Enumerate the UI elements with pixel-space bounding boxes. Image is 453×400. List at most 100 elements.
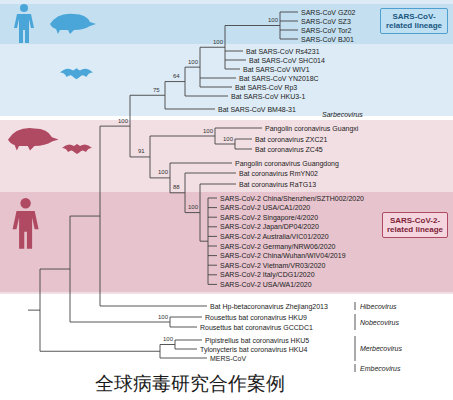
- bootstrap-value: 100: [203, 128, 213, 135]
- branch: [225, 60, 246, 61]
- bootstrap-value: 100: [213, 39, 223, 46]
- leaf-name: SARS-CoV-2 Vietnam/VR03/2020: [220, 261, 325, 270]
- human-icon: [13, 198, 39, 249]
- branch: [40, 269, 70, 270]
- branch: [170, 192, 185, 193]
- leaf-name: Bat SARS-CoV Rp3: [235, 83, 297, 92]
- leaf-name: Bat SARS-CoV HKU3-1: [231, 92, 305, 101]
- branch: [235, 149, 252, 150]
- leaf-name: SARS-CoV-2 Japan/DP04/2020: [220, 222, 319, 231]
- bootstrap-value: 100: [188, 59, 198, 66]
- branch: [150, 136, 215, 137]
- branch: [208, 198, 217, 199]
- leaf-name: Bat coronavirus ZC45: [255, 145, 323, 154]
- branch: [185, 67, 200, 68]
- branch: [160, 344, 175, 345]
- leaf-name: Bat SARS-CoV YN2018C: [239, 74, 319, 83]
- bat-icon: [62, 144, 92, 154]
- leaf-name: Bat coronavirus ZXC21: [255, 135, 327, 144]
- branch: [100, 126, 130, 127]
- lineage-label: SARS-CoV-2-related lineage: [386, 216, 444, 234]
- branch: [165, 109, 215, 110]
- leaf-name: Rousettus bat coronavirus GCCDC1: [200, 323, 313, 332]
- sars-cov-2-band: [0, 120, 453, 294]
- leaf-name: SARS-CoV SZ3: [301, 17, 351, 26]
- lineage-label: SARS-CoV-related lineage: [384, 12, 444, 30]
- branch: [280, 30, 298, 31]
- lineage-box: SARS-CoV-2-related lineage: [382, 212, 448, 238]
- clade-name: Hibecovirus: [360, 302, 397, 311]
- leaf-name: SARS-CoV GZ02: [301, 8, 355, 17]
- branch: [70, 216, 100, 217]
- branch: [175, 340, 202, 341]
- branch: [175, 349, 197, 350]
- branch: [70, 322, 170, 323]
- clade-brackets: [355, 302, 356, 372]
- pangolin-icon: [8, 128, 59, 150]
- leaf-name: SARS-CoV-2 China/Shenzhen/SZTH002/2020: [220, 194, 364, 203]
- sars-cov-band: [0, 0, 453, 116]
- branch: [130, 95, 165, 96]
- leaf-name: Bat Hp-betacoronavirus Zhejiang2013: [210, 302, 328, 311]
- branch: [208, 236, 217, 237]
- leaf-name: Bat coronavirus RaTG13: [239, 180, 316, 189]
- leaf-name: SARS-CoV Tor2: [301, 26, 351, 35]
- leaf-name: Bat SARS-CoV BM48-31: [218, 105, 296, 114]
- branch: [165, 81, 185, 82]
- leaf-name: Rousettus bat coronavirus HKU9: [205, 313, 307, 322]
- sars-cov-strip: [0, 4, 453, 44]
- branch: [208, 217, 217, 218]
- bootstrap-value: 100: [223, 136, 233, 143]
- bootstrap-value: 75: [153, 87, 160, 94]
- leaf-name: SARS-CoV-2 Germany/NRW06/2020: [220, 242, 335, 251]
- leaf-name: Pipistrellus bat coronavirus HKU5: [205, 336, 309, 345]
- bootstrap-value: 100: [268, 17, 278, 24]
- branch: [208, 265, 217, 266]
- leaf-name: SARS-CoV-2 USA/WA1/2020: [220, 280, 312, 289]
- clade-name: Nobecovirus: [360, 318, 399, 327]
- caption: 全球病毒研究合作案例: [95, 372, 285, 394]
- bootstrap-value: 100: [188, 204, 198, 211]
- sars-cov-2-strip: [0, 192, 453, 292]
- bootstrap-value: 100: [118, 118, 128, 125]
- leaf-name: SARS-CoV-2 USA/CA1/2020: [220, 203, 310, 212]
- branch: [150, 177, 170, 178]
- human-icon: [14, 4, 34, 43]
- leaf-name: Tylonycteris bat coronavirus HKU4: [200, 345, 307, 354]
- branch: [170, 317, 202, 318]
- branch: [235, 139, 252, 140]
- bootstrap-value: 91: [138, 148, 145, 155]
- clade-name: Merbecovirus: [360, 344, 402, 353]
- branch: [280, 12, 298, 13]
- branch: [208, 284, 217, 285]
- branch: [200, 241, 208, 242]
- leaf-name: Pangolin coronavirus Guangdong: [235, 159, 339, 168]
- leaf-name: SARS-CoV-2 Australia/VIC01/2020: [220, 232, 329, 241]
- leaf-name: Pangolin coronavirus Guangxi: [265, 124, 358, 133]
- bootstrap-value: 64: [173, 73, 180, 80]
- bootstrap-value: 100: [158, 169, 168, 176]
- branch: [280, 21, 298, 22]
- branch: [215, 128, 262, 129]
- branch: [208, 207, 217, 208]
- branch: [185, 96, 228, 97]
- leaf-name: SARS-CoV BJ01: [301, 35, 354, 44]
- civet-icon: [50, 14, 96, 34]
- branch: [208, 246, 217, 247]
- branch: [100, 306, 207, 307]
- bootstrap-value: 88: [173, 184, 180, 191]
- branch: [225, 51, 243, 52]
- branch: [170, 327, 197, 328]
- bootstrap-value: 100: [163, 336, 173, 343]
- bat-icon: [60, 68, 93, 79]
- bootstrap-value: 100: [158, 314, 168, 321]
- branch: [160, 358, 207, 359]
- branch: [28, 310, 40, 311]
- leaf-name: SARS-CoV-2 China/Wuhan/WIV04/2019: [220, 251, 346, 260]
- lineage-box: SARS-CoV-related lineage: [380, 8, 448, 34]
- branch: [215, 144, 235, 145]
- branch: [280, 39, 298, 40]
- branch: [200, 78, 236, 79]
- branch: [185, 173, 236, 174]
